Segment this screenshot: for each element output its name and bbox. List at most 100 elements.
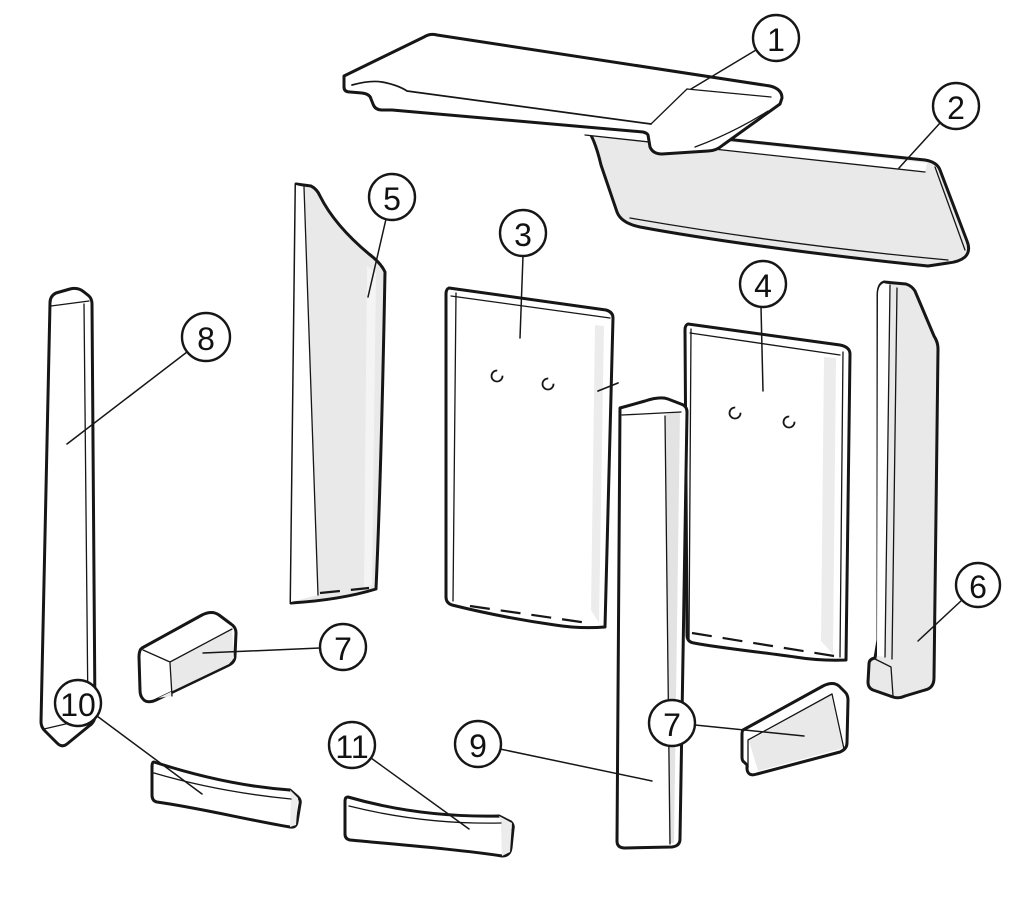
part-7-block-right	[740, 682, 850, 777]
callout-1: 1	[690, 13, 801, 90]
part-8-outline	[39, 286, 97, 748]
part-10-end-cap	[290, 790, 298, 827]
callout-7: 7	[647, 698, 805, 748]
callout-7: 7	[202, 622, 368, 672]
callout-11: 11	[327, 720, 470, 830]
part-4-bottom-dashes	[691, 631, 835, 658]
part-2-top-fold	[584, 134, 926, 173]
callout-3-bubble	[498, 208, 548, 258]
callout-8-number: 8	[197, 321, 215, 357]
callout-3: 3	[498, 208, 548, 339]
callout-6-bubble	[954, 561, 1002, 609]
part-4-inner-panel-right	[683, 322, 852, 662]
part-5-highlight	[364, 266, 376, 587]
part-8-top-fold	[50, 300, 90, 307]
callout-7-leader-line	[202, 647, 321, 654]
part-3-hole-left	[490, 369, 504, 383]
part-8-left-post	[39, 286, 97, 748]
callout-8-leader-line	[66, 351, 188, 445]
part-8-side-fold	[83, 303, 89, 717]
part-6-edge-fold-1	[884, 284, 891, 658]
callout-9-leader-line	[499, 748, 653, 782]
callout-7-number: 7	[663, 707, 681, 743]
part-7-left-fold-a	[142, 649, 171, 663]
callout-7-leader-line	[694, 724, 805, 737]
callout-1-leader-line	[690, 49, 757, 90]
part-3-inner-panel-left	[444, 286, 619, 630]
callout-3-leader-line	[519, 255, 524, 339]
callout-7-bubble	[318, 622, 368, 672]
callout-1-number: 1	[767, 22, 785, 58]
part-4-right-fold	[839, 351, 844, 658]
callout-11-leader-line	[370, 757, 470, 830]
part-3-outline	[444, 286, 615, 630]
callout-3-number: 3	[514, 217, 532, 253]
callout-4-number: 4	[754, 268, 772, 304]
callout-11-number: 11	[335, 729, 368, 765]
part-4-left-fold	[688, 328, 692, 640]
callout-10-leader-line	[96, 715, 203, 795]
part-7-right-fold-b	[831, 693, 845, 750]
part-5-bottom-dashes	[319, 586, 370, 595]
part-2-outline	[580, 122, 971, 268]
part-9-side-fold	[664, 415, 671, 845]
part-1-tab-lower-fold	[694, 110, 769, 148]
callout-9-bubble	[453, 719, 503, 769]
part-7-left-fold-c	[169, 662, 173, 697]
callout-5: 5	[367, 172, 417, 298]
part-10-curved-rail-left	[150, 760, 302, 829]
part-3-hole-right	[541, 377, 555, 391]
callout-5-leader-line	[367, 218, 387, 298]
callout-10-bubble	[53, 678, 103, 728]
part-3-top-fold	[450, 295, 611, 319]
callout-layer: 1 2 3 4 5 6 7 7 8 9 10 11	[53, 13, 1002, 830]
part-11-curved-rail-center	[343, 795, 515, 858]
part-7-block-left	[137, 611, 238, 704]
part-1-tab-left-fold	[650, 88, 688, 125]
part-2-rear-slanted-panel	[580, 122, 971, 268]
callout-6-leader-line	[917, 599, 963, 642]
part-4-hole-right	[782, 415, 796, 429]
callout-10: 10	[53, 678, 203, 795]
callout-2: 2	[898, 81, 981, 169]
part-3-edge-break-mark	[597, 382, 619, 392]
callout-5-number: 5	[383, 181, 401, 217]
part-4-top-fold	[689, 332, 841, 356]
part-7-right-front-face	[749, 695, 843, 771]
callout-2-bubble	[931, 81, 981, 131]
part-1-top-panel	[342, 32, 784, 156]
callout-6-number: 6	[969, 569, 987, 605]
part-11-end-cap	[499, 816, 512, 856]
callout-6: 6	[917, 561, 1002, 642]
part-1-front-fold	[351, 80, 652, 125]
callout-4-leader-line	[760, 306, 764, 392]
part-11-crease	[348, 805, 502, 824]
callout-8: 8	[66, 311, 232, 445]
part-11-outline	[343, 795, 515, 858]
part-1-outline	[342, 32, 784, 156]
part-4-outline	[683, 322, 852, 662]
callout-2-number: 2	[947, 90, 965, 126]
part-6-foot-fold	[874, 658, 894, 697]
callout-7-number: 7	[334, 631, 352, 667]
part-9-top-fold	[621, 411, 682, 416]
part-6-edge-fold-2	[891, 287, 898, 660]
part-7-left-fold-b	[169, 628, 233, 663]
callout-9-number: 9	[469, 728, 487, 764]
part-6-edge-face	[877, 283, 890, 657]
part-2-end-fold	[934, 166, 966, 251]
callout-1-bubble	[751, 13, 801, 63]
part-10-outline	[150, 760, 302, 829]
part-4-hole-left	[728, 406, 742, 420]
callout-10-number: 10	[60, 687, 96, 723]
part-6-right-side-panel	[866, 280, 940, 700]
callout-4-bubble	[738, 259, 788, 309]
callout-11-bubble	[327, 720, 377, 770]
part-4-right-shading	[821, 357, 836, 654]
callout-4: 4	[738, 259, 788, 392]
callout-8-bubble	[180, 311, 232, 363]
part-3-bottom-dashes	[469, 604, 589, 625]
part-3-left-fold	[452, 292, 457, 602]
